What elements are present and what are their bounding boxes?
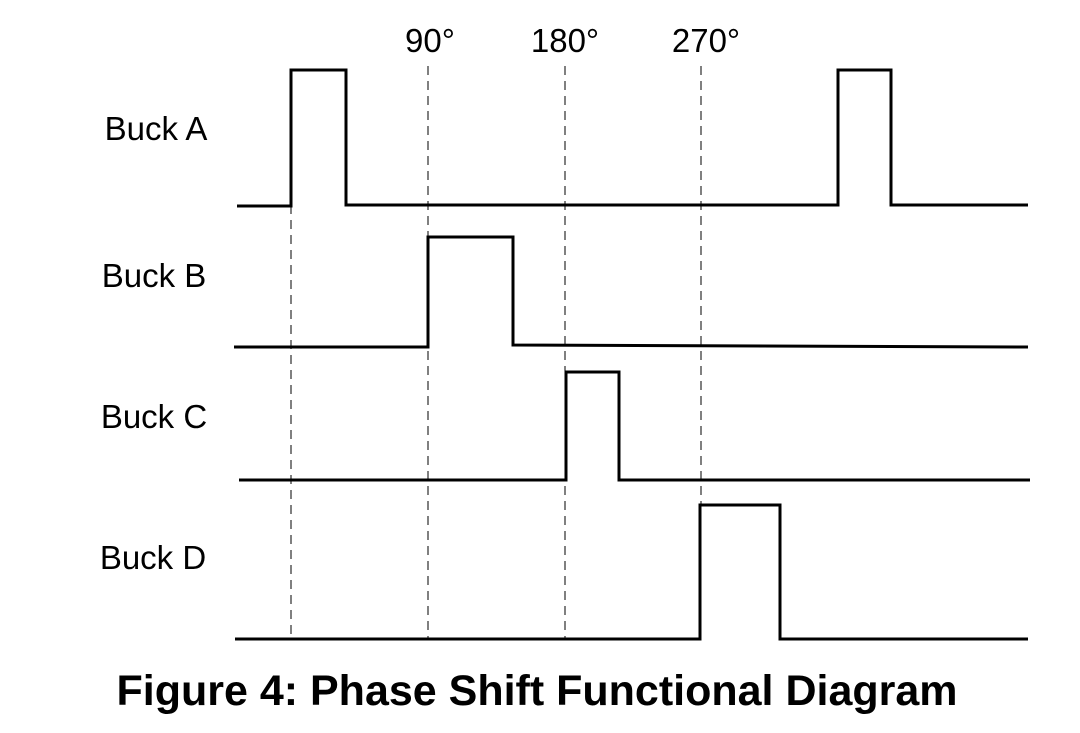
waveform-buck-d [235,503,1028,641]
waveform-buck-a [237,68,1028,208]
row-label-buck-a: Buck A [105,110,208,147]
row-label-buck-b: Buck B [102,257,207,294]
phase-label-90: 90° [405,22,455,59]
row-label-buck-c: Buck C [101,398,207,435]
phase-label-270: 270° [672,22,740,59]
figure-caption: Figure 4: Phase Shift Functional Diagram [116,667,957,715]
row-label-buck-d: Buck D [100,539,206,576]
phase-label-180: 180° [531,22,599,59]
waveform-buck-b [234,235,1029,349]
waveform-buck-c [239,370,1030,482]
